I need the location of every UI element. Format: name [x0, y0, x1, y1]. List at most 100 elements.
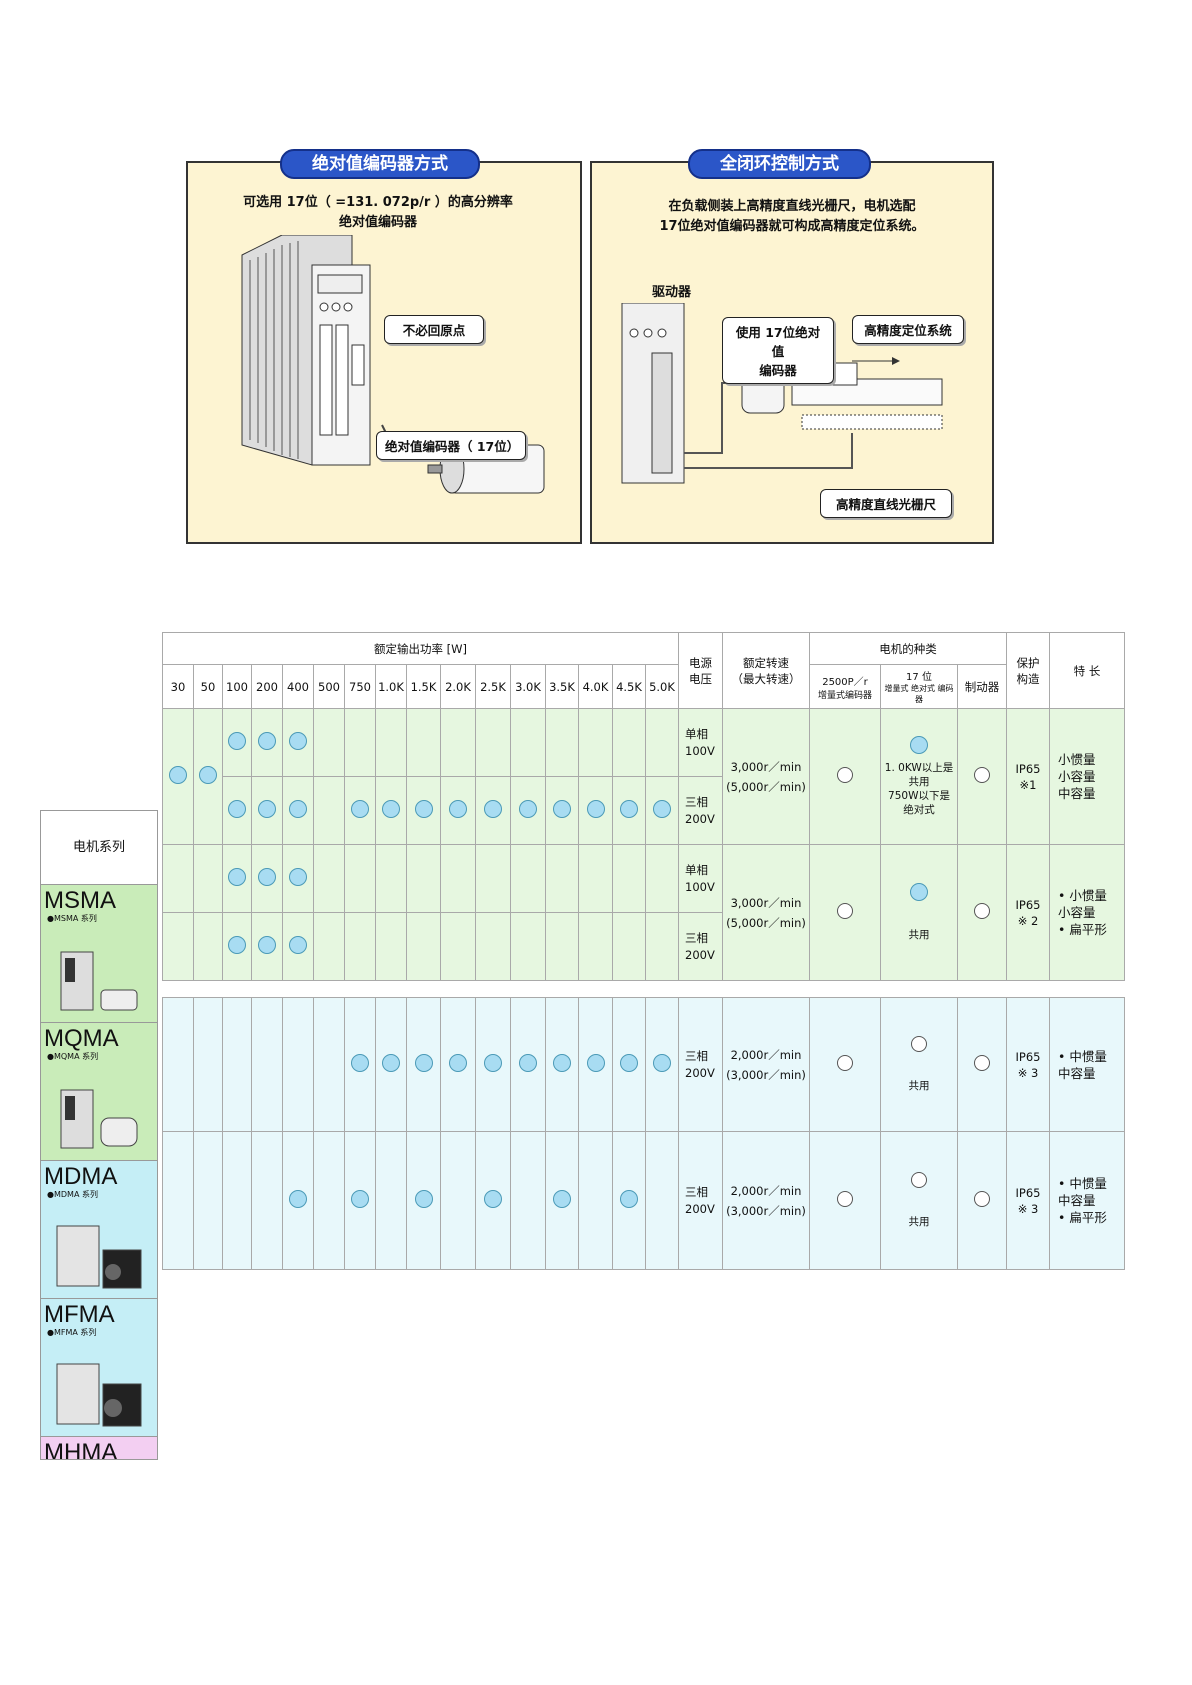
power-cell [193, 1131, 223, 1270]
power-col-14: 4.5K [612, 664, 646, 709]
available-dot [553, 800, 571, 818]
speed-header: 额定转速 （最大转速） [722, 632, 810, 709]
full-closed-loop-panel: 全闭环控制方式 在负载侧装上高精度直线光栅尺，电机选配 17位绝对值编码器就可构… [590, 149, 994, 544]
enc2500-header: 2500P／r 增量式编码器 [809, 664, 881, 709]
power-cell [578, 708, 613, 777]
power-cell [193, 708, 223, 845]
feature-cell: • 小惯量小容量• 扁平形 [1049, 844, 1125, 981]
cell-line: ※ 3 [1017, 1201, 1039, 1216]
power-cell [475, 776, 511, 845]
power-col-10: 2.5K [475, 664, 511, 709]
cell-line: 单相 [685, 862, 708, 877]
available-dot [449, 800, 467, 818]
power-col-9: 2.0K [440, 664, 476, 709]
protect-header: 保护 构造 [1006, 632, 1050, 709]
hdr-line: 额定转速 [743, 655, 789, 670]
cell-line: 三相 [685, 930, 708, 945]
power-cell [344, 776, 376, 845]
absolute-encoder-title: 绝对值编码器方式 [280, 149, 480, 179]
available-dot [382, 800, 400, 818]
power-cell [475, 708, 511, 777]
available-dot [586, 800, 605, 818]
brake-cell [957, 844, 1007, 981]
feature-cell: 小惯量小容量中容量 [1049, 708, 1125, 845]
power-cell [162, 1131, 194, 1270]
brake-cell [957, 997, 1007, 1132]
available-dot [519, 800, 537, 818]
brake-ring [974, 1055, 990, 1071]
cell-line: (5,000r／min) [726, 779, 806, 794]
available-dot [553, 1190, 571, 1208]
hdr-line: （最大转速） [731, 671, 801, 686]
available-dot [169, 766, 187, 784]
power-cell [251, 912, 283, 981]
cell-line: 中容量 [1058, 1193, 1096, 1208]
power-cell [510, 776, 546, 845]
feature-cell: • 中惯量中容量• 扁平形 [1049, 1131, 1125, 1270]
power-cell [578, 1131, 613, 1270]
power-cell [375, 776, 407, 845]
cell-line: 共用 [908, 929, 930, 941]
power-cell [344, 708, 376, 777]
spec-table: 额定输出功率 [W] 电源 电压 额定转速 （最大转速） 电机的种类 保护 构造… [162, 632, 1125, 1270]
protect-cell: IP65※ 3 [1006, 997, 1050, 1132]
power-cell [313, 912, 345, 981]
available-dot [228, 936, 246, 954]
cell-line: 小惯量 [1058, 752, 1096, 767]
enc2500-cell [809, 708, 881, 845]
voltage-cell: 三相 200V [678, 912, 723, 981]
power-cell [545, 776, 579, 845]
power-cell [162, 912, 194, 981]
power-cell [645, 997, 679, 1132]
hdr-line: 增量式 绝对式 编码器 [884, 684, 954, 704]
power-cell [645, 1131, 679, 1270]
series-mfma: MFMA ●MFMA 系列 [41, 1299, 157, 1437]
enc2500-ring [837, 1191, 853, 1207]
power-header: 额定输出功率 [W] [162, 632, 679, 665]
available-dot [351, 800, 369, 818]
power-cell [344, 997, 376, 1132]
speed-cell: 3,000r／min(5,000r／min) [722, 708, 810, 845]
speed-cell: 3,000r／min(5,000r／min) [722, 844, 810, 981]
available-dot [553, 1054, 571, 1072]
cell-line: 中容量 [1058, 786, 1096, 801]
series-column: 电机系列 MSMA ●MSMA 系列 MQMA ●MQMA 系列 MDMA ●M… [40, 810, 158, 1460]
power-cell [375, 997, 407, 1132]
enc17-cell: 共用 [880, 997, 958, 1132]
voltage-header: 电源 电压 [678, 632, 723, 709]
series-name: MFMA [44, 1301, 115, 1328]
power-cell [475, 1131, 511, 1270]
protect-cell: IP65※ 3 [1006, 1131, 1050, 1270]
available-dot [351, 1054, 369, 1072]
table-gap [163, 981, 1125, 998]
desc-line: 绝对值编码器 [338, 215, 417, 230]
power-cell [251, 997, 283, 1132]
power-cell [612, 1131, 646, 1270]
enc17-header: 17 位 增量式 绝对式 编码器 [880, 664, 958, 709]
power-cell [313, 997, 345, 1132]
power-cell [193, 844, 223, 913]
cell-line: 共用 [908, 1080, 930, 1092]
feature-header: 特 长 [1049, 632, 1125, 709]
power-cell [612, 708, 646, 777]
cell-line: 2,000r／min [730, 1183, 802, 1198]
encoder-17bit-callout: 绝对值编码器（ 17位） [376, 431, 526, 460]
power-cell [510, 844, 546, 913]
power-cell [344, 1131, 376, 1270]
available-dot [289, 800, 307, 818]
available-dot [484, 1054, 502, 1072]
available-dot [258, 936, 276, 954]
power-cell [406, 1131, 441, 1270]
power-cell [313, 708, 345, 777]
power-cell [222, 1131, 252, 1270]
callout-line: 使用 17位绝对值 [735, 325, 821, 359]
cell-line: 200V [685, 947, 715, 962]
series-name: MHMA [44, 1439, 118, 1460]
power-cell [578, 844, 613, 913]
available-dot [449, 1054, 467, 1072]
power-cell [313, 776, 345, 845]
available-dot [653, 1054, 671, 1072]
cell-line: 绝对式 [903, 804, 935, 816]
